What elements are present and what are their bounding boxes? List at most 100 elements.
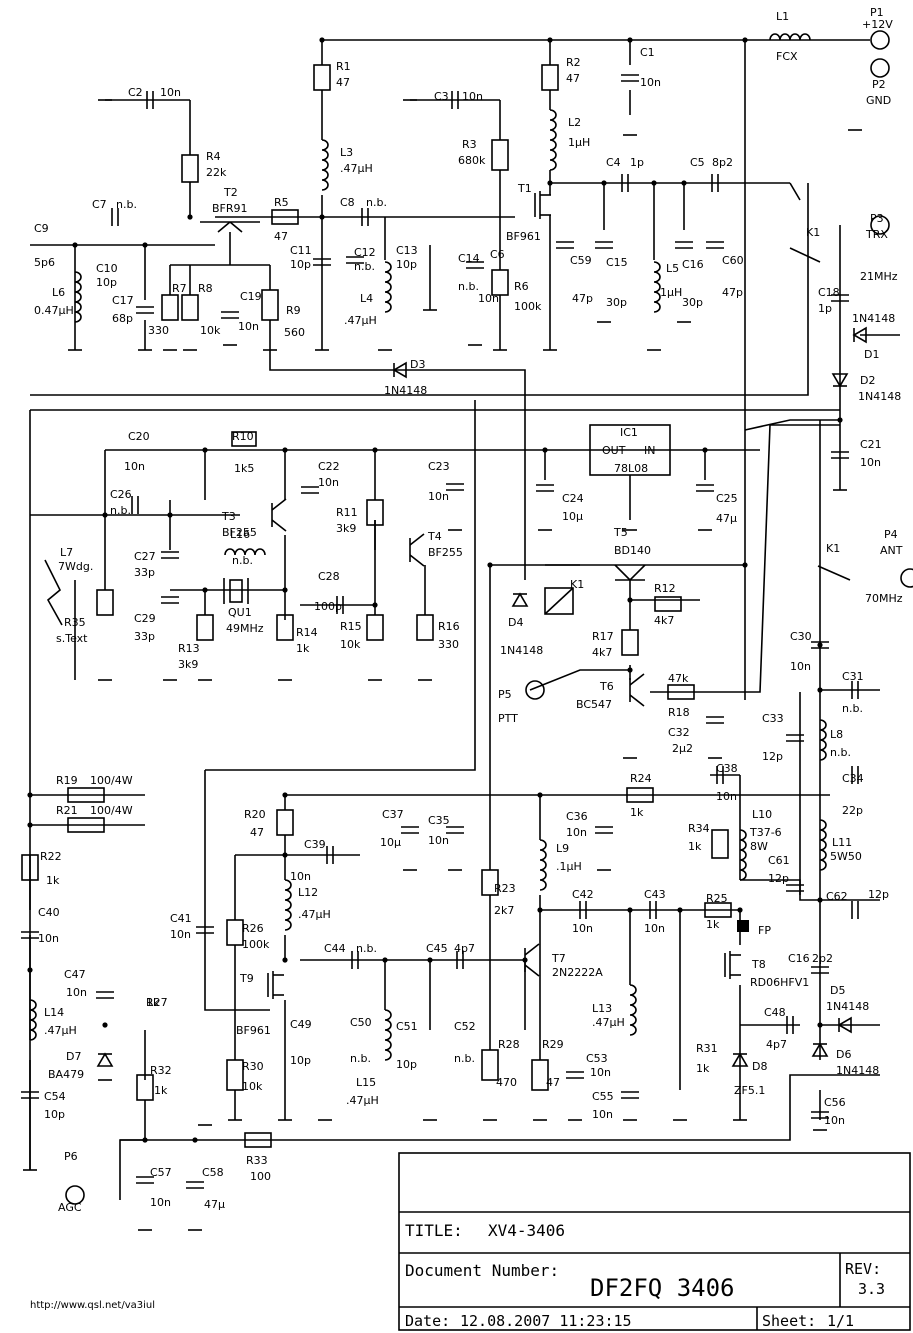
sheet-label: Sheet: [762, 1312, 816, 1330]
label-c32v: 2µ2 [672, 742, 693, 755]
label-c6: C6 [490, 248, 505, 261]
label-c7v: n.b. [116, 198, 137, 211]
label-l8: L8 [830, 728, 843, 741]
label-t3v: BF255 [222, 526, 257, 539]
label-l3v: .47µH [340, 162, 373, 175]
transistor [629, 673, 645, 686]
label-r26: R26 [242, 922, 264, 935]
label-r12v: 4k7 [654, 614, 674, 627]
label-l4: L4 [360, 292, 373, 305]
junction-dot [202, 447, 208, 453]
label-p6v: AGC [58, 1201, 82, 1214]
label-c31v: n.b. [842, 702, 863, 715]
junction-dot [627, 37, 633, 43]
inductor [284, 879, 292, 931]
label-c53: C53 [586, 1052, 608, 1065]
connector-port [870, 58, 890, 78]
label-l9v: .1µH [556, 860, 582, 873]
resistor [67, 787, 105, 803]
label-p1v: +12V [862, 18, 893, 31]
wire [269, 320, 526, 580]
label-c10: C10 [96, 262, 118, 275]
transistor [629, 564, 646, 581]
label-p4f: 70MHz [865, 592, 903, 605]
label-r9: R9 [286, 304, 301, 317]
label-c45: C45 [426, 942, 448, 955]
label-c41: C41 [170, 912, 192, 925]
label-c19v: 10n [238, 320, 259, 333]
label-r24v: 1k [630, 806, 644, 819]
junction-dot [737, 907, 743, 913]
resistor [21, 854, 39, 881]
label-c50: C50 [350, 1016, 372, 1029]
label-r25: R25 [706, 892, 728, 905]
label-r33v: 100 [250, 1170, 271, 1183]
label-c30v: 10n [790, 660, 811, 673]
label-r29: R29 [542, 1038, 564, 1051]
label-r31v: 1k [696, 1062, 710, 1075]
diode [811, 1042, 829, 1057]
label-r14v: 1k [296, 642, 310, 655]
label-d1v: 1N4148 [852, 312, 895, 325]
label-r17v: 4k7 [592, 646, 612, 659]
label-r23v: 2k7 [494, 904, 514, 917]
label-p5v: PTT [498, 712, 518, 725]
wire [30, 183, 809, 396]
label-c43v: 10n [644, 922, 665, 935]
label-l8v: n.b. [830, 746, 851, 759]
label-r4v: 22k [206, 166, 227, 179]
label-p4v: ANT [880, 544, 903, 557]
label-d6: D6 [836, 1048, 851, 1061]
label-ic1out: OUT [602, 444, 626, 457]
label-c39v: 10n [290, 870, 311, 883]
label-t8v: RD06HFV1 [750, 976, 809, 989]
label-r2v: 47 [566, 72, 580, 85]
label-c1: C1 [640, 46, 655, 59]
junction-dot [282, 852, 288, 858]
label-c21: C21 [860, 438, 882, 451]
junction-dot [627, 597, 633, 603]
resistor [711, 829, 729, 859]
label-l15: L15 [356, 1076, 376, 1089]
label-c22: C22 [318, 460, 340, 473]
label-c34: C34 [842, 772, 864, 785]
label-d7v: BA479 [48, 1068, 84, 1081]
label-c17: C17 [112, 294, 134, 307]
label-d4: D4 [508, 616, 523, 629]
resistor [621, 629, 639, 656]
label-t1v: BF961 [506, 230, 541, 243]
junction-dot [651, 180, 657, 186]
title-label: TITLE: [405, 1221, 463, 1240]
junction-dot [372, 602, 378, 608]
wire [789, 182, 801, 201]
label-l5v: 1µH [660, 286, 682, 299]
label-r27: R27 [146, 996, 168, 1009]
label-t7v: 2N2222A [552, 966, 603, 979]
junction-dot [282, 587, 288, 593]
transistor [614, 564, 631, 581]
label-c25v: 47µ [716, 512, 737, 525]
inductor [321, 139, 329, 191]
junction-dot [102, 512, 108, 518]
label-p1: P1 [870, 6, 884, 19]
label-c57v: 10n [150, 1196, 171, 1209]
label-d2v: 1N4148 [858, 390, 901, 403]
label-c3v: 10n [462, 90, 483, 103]
label-c35v: 10n [428, 834, 449, 847]
junction-dot [282, 792, 288, 798]
label-c52: C52 [454, 1020, 476, 1033]
wire [650, 424, 840, 693]
crystal [229, 579, 243, 603]
document-number-value: DF2FQ 3406 [590, 1274, 735, 1302]
junction-dot [27, 822, 33, 828]
label-p3: P3 [870, 212, 884, 225]
label-r21: R21 [56, 804, 78, 817]
inductor [629, 984, 637, 1036]
label-t9v: BF961 [236, 1024, 271, 1037]
label-r34: R34 [688, 822, 710, 835]
label-r22v: 1k [46, 874, 60, 887]
label-l14v: .47µH [44, 1024, 77, 1037]
label-c40: C40 [38, 906, 60, 919]
label-c27v: 33p [134, 566, 155, 579]
label-c51: C51 [396, 1020, 418, 1033]
